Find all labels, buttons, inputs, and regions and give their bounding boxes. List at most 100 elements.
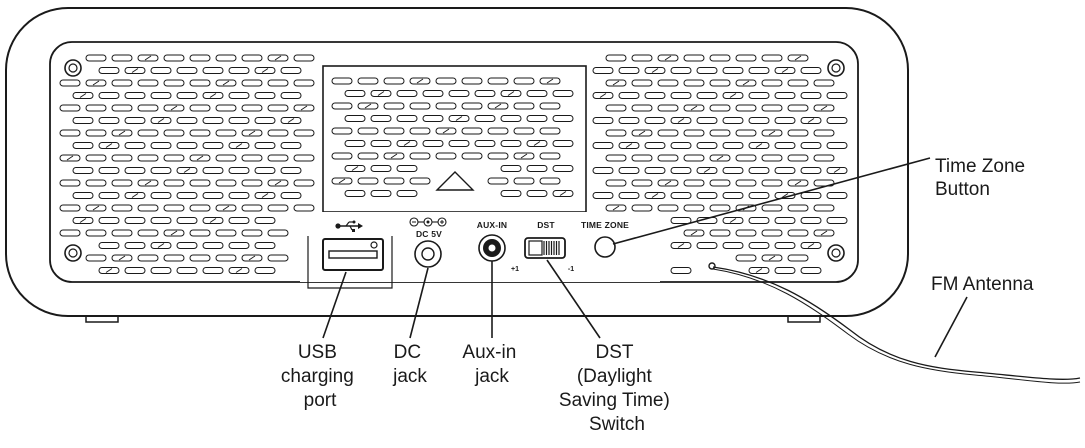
grille-slot <box>189 79 211 87</box>
grille-slot-texture <box>794 180 802 186</box>
grille-slot <box>670 142 692 149</box>
grille-slot <box>813 79 835 87</box>
grille-slot <box>137 204 159 212</box>
grille-slot <box>331 127 353 135</box>
grille-slot-texture <box>222 205 230 211</box>
grille-slot <box>124 217 146 224</box>
grille-slot <box>241 104 263 112</box>
grille-slot-texture <box>131 68 139 73</box>
grille-slot <box>526 190 548 197</box>
grille-slot-texture <box>755 268 763 273</box>
battery-cover-arrow <box>435 171 475 191</box>
grille-slot <box>293 154 315 162</box>
grille-slot <box>370 90 392 97</box>
grille-slot <box>189 229 211 237</box>
grille-slot-texture <box>533 141 541 146</box>
grille-slot <box>85 54 107 62</box>
grille-slot <box>696 167 718 174</box>
usb-callout-line-1: USB <box>298 342 337 363</box>
grille-slot <box>605 104 627 112</box>
grille-slot-texture <box>364 103 372 109</box>
grille-slot-texture <box>677 243 685 248</box>
grille-slot <box>111 179 133 187</box>
grille-slot <box>228 167 250 174</box>
grille-slot <box>735 229 757 237</box>
grille-slot <box>293 54 315 62</box>
grille-slot <box>813 204 835 212</box>
grille-slot <box>500 90 522 97</box>
grille-slot <box>344 165 366 172</box>
grille-slot-texture <box>455 116 463 121</box>
grille-slot-texture <box>729 93 737 98</box>
device-housing <box>5 7 909 317</box>
dc-jack[interactable] <box>414 240 442 268</box>
grille-slot <box>241 154 263 162</box>
grille-slot <box>176 192 198 199</box>
time-zone-label: TIME ZONE <box>581 220 629 230</box>
grille-slot <box>241 229 263 237</box>
grille-slot <box>124 92 146 99</box>
grille-slot <box>202 117 224 124</box>
grille-slot <box>176 117 198 124</box>
grille-slot <box>787 254 809 262</box>
grille-slot <box>461 77 483 85</box>
grille-slot <box>344 140 366 147</box>
grille-slot <box>683 54 705 62</box>
grille-slot-texture <box>507 91 515 96</box>
grille-slot <box>111 79 133 87</box>
fm-antenna-leader-line <box>934 296 968 358</box>
grille-slot <box>280 117 302 124</box>
usb-recess <box>307 236 393 289</box>
grille-slot <box>618 67 640 74</box>
grille-slot <box>670 167 692 174</box>
grille-slot <box>592 117 614 124</box>
grille-slot <box>474 140 496 147</box>
dc-polarity-icon <box>409 217 447 227</box>
time-zone-button[interactable] <box>594 236 616 258</box>
grille-slot <box>163 254 185 262</box>
grille-slot-texture <box>820 230 828 236</box>
grille-slot <box>435 77 457 85</box>
grille-slot <box>150 192 172 199</box>
grille-slot <box>241 54 263 62</box>
grille-slot <box>254 242 276 249</box>
grille-slot <box>59 79 81 87</box>
grille-slot <box>683 179 705 187</box>
grille-slot-texture <box>118 255 126 261</box>
right-foot <box>787 316 821 323</box>
dst-switch[interactable] <box>524 237 566 259</box>
grille-slot <box>254 192 276 199</box>
aux-callout-line-1: Aux-in <box>462 342 516 363</box>
grille-slot <box>657 54 679 62</box>
usb-callout-line-3: port <box>304 390 337 411</box>
grille-slot <box>631 79 653 87</box>
grille-slot <box>370 115 392 122</box>
grille-slot <box>98 142 120 149</box>
time-zone-leader-line <box>612 157 931 245</box>
left-foot <box>85 316 119 323</box>
grille-slot <box>670 92 692 99</box>
grille-slot <box>787 154 809 162</box>
grille-slot <box>111 54 133 62</box>
grille-slot <box>150 242 172 249</box>
grille-slot <box>539 127 561 135</box>
grille-slot-texture <box>66 155 74 161</box>
usb-port[interactable] <box>322 238 384 271</box>
grille-slot <box>59 229 81 237</box>
grille-slot <box>331 177 353 185</box>
grille-slot <box>644 167 666 174</box>
grille-slot-texture <box>274 180 282 186</box>
grille-slot <box>176 267 198 274</box>
grille-slot-texture <box>664 55 672 61</box>
grille-slot <box>735 129 757 137</box>
grille-slot <box>513 152 535 160</box>
grille-slot <box>72 117 94 124</box>
grille-slot <box>228 67 250 74</box>
grille-slot-texture <box>209 218 217 223</box>
grille-slot <box>474 90 496 97</box>
grille-slot-texture <box>520 153 528 159</box>
grille-slot <box>357 127 379 135</box>
grille-slot <box>774 117 796 124</box>
grille-slot <box>267 104 289 112</box>
grille-slot <box>683 129 705 137</box>
